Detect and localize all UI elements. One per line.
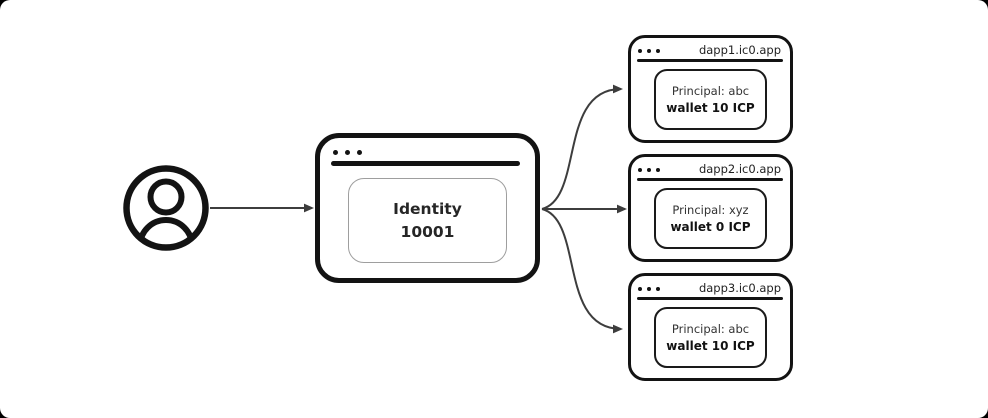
window-dot-icon (656, 49, 660, 53)
address-bar (637, 178, 783, 181)
dapp3-principal: Principal: abc (671, 321, 750, 336)
dapp2-window: dapp2.ic0.app Principal: xyz wallet 0 IC… (628, 154, 793, 262)
dapp3-url: dapp3.ic0.app (698, 281, 781, 295)
dapp1-wallet-card: Principal: abc wallet 10 ICP (654, 69, 767, 130)
window-dot-icon (333, 150, 338, 155)
dapp3-window: dapp3.ic0.app Principal: abc wallet 10 I… (628, 273, 793, 381)
window-dot-icon (638, 287, 642, 291)
window-dots-icon (333, 150, 362, 155)
window-dot-icon (638, 49, 642, 53)
dapp1-url: dapp1.ic0.app (698, 43, 781, 57)
arrow-identity-to-dapp1 (541, 84, 623, 210)
user-icon (123, 165, 209, 251)
window-dot-icon (638, 168, 642, 172)
window-dot-icon (656, 287, 660, 291)
identity-window: Identity 10001 (315, 133, 540, 283)
window-dot-icon (647, 168, 651, 172)
window-dot-icon (345, 150, 350, 155)
dapp2-principal: Principal: xyz (672, 202, 749, 217)
arrow-identity-to-dapp3 (541, 208, 623, 334)
window-dot-icon (647, 287, 651, 291)
dapp1-wallet-balance: wallet 10 ICP (666, 100, 755, 115)
window-dots-icon (638, 49, 660, 53)
window-dots-icon (638, 168, 660, 172)
dapp2-url: dapp2.ic0.app (698, 162, 781, 176)
identity-number: 10001 (400, 222, 455, 241)
identity-card: Identity 10001 (348, 178, 507, 263)
dapp1-window: dapp1.ic0.app Principal: abc wallet 10 I… (628, 35, 793, 143)
dapp2-wallet-balance: wallet 0 ICP (670, 219, 751, 234)
dapp1-principal: Principal: abc (671, 83, 750, 98)
window-dot-icon (357, 150, 362, 155)
address-bar (637, 59, 783, 62)
window-dot-icon (647, 49, 651, 53)
address-bar (331, 161, 520, 166)
dapp3-wallet-balance: wallet 10 ICP (666, 338, 755, 353)
identity-label: Identity (393, 199, 462, 218)
address-bar (637, 297, 783, 300)
dapp2-wallet-card: Principal: xyz wallet 0 ICP (654, 188, 767, 249)
window-dots-icon (638, 287, 660, 291)
dapp3-wallet-card: Principal: abc wallet 10 ICP (654, 307, 767, 368)
window-dot-icon (656, 168, 660, 172)
